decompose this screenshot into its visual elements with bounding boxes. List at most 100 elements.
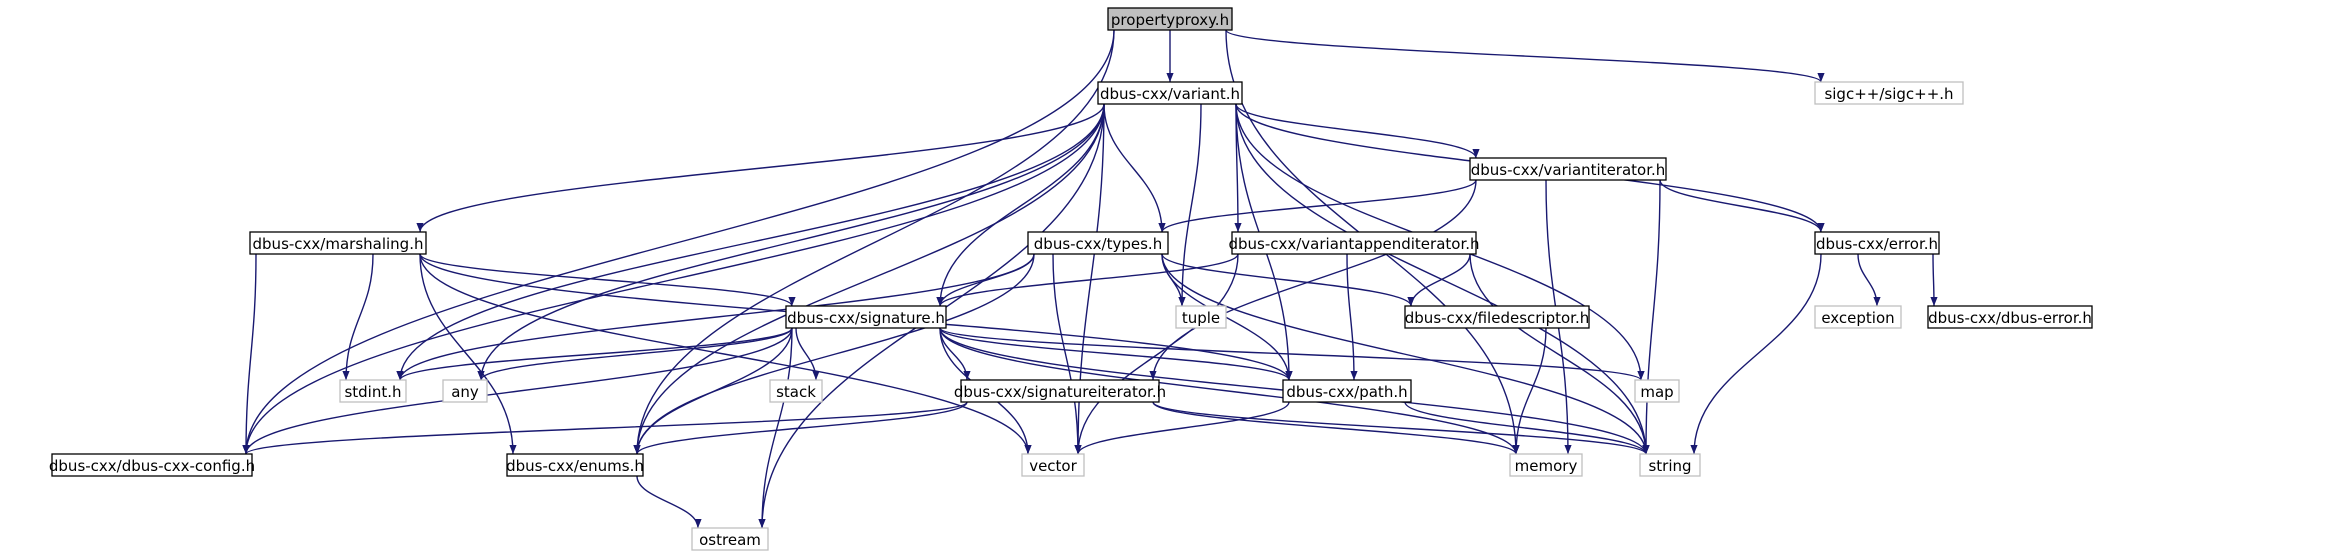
edge-variantappenditerator-to-path <box>1346 253 1358 381</box>
node-box-signatureiterator <box>960 379 1160 403</box>
node-box-dbuserror <box>1927 305 2093 329</box>
node-variantappenditerator[interactable]: dbus-cxx/variantappenditerator.h <box>1228 231 1480 255</box>
edge-variant-to-any <box>477 103 1105 381</box>
node-stack: stack <box>769 379 823 403</box>
edge-marshaling-to-vector <box>419 253 1032 455</box>
edge-error-to-exception <box>1857 253 1881 307</box>
node-box-memory <box>1509 453 1583 477</box>
edge-signatureiterator-to-config <box>242 401 968 455</box>
node-signatureiterator[interactable]: dbus-cxx/signatureiterator.h <box>954 379 1166 403</box>
node-error[interactable]: dbus-cxx/error.h <box>1814 231 1940 255</box>
node-label-signatureiterator: dbus-cxx/signatureiterator.h <box>954 383 1166 401</box>
edge-variant-to-signature <box>936 103 1105 307</box>
node-box-filedescriptor <box>1404 305 1590 329</box>
node-box-error <box>1814 231 1940 255</box>
edge-signature-to-stdint <box>396 327 793 381</box>
node-box-variantiterator <box>1469 157 1667 181</box>
node-label-map: map <box>1640 383 1673 401</box>
node-box-propertyproxy <box>1107 7 1233 31</box>
edge-error-to-dbuserror <box>1930 253 1938 307</box>
node-label-variantappenditerator: dbus-cxx/variantappenditerator.h <box>1228 235 1479 253</box>
edge-enums-to-ostream <box>636 475 702 529</box>
node-exception: exception <box>1814 305 1902 329</box>
node-box-sigc <box>1814 81 1964 105</box>
edge-variantiterator-to-error <box>1659 179 1825 233</box>
node-propertyproxy[interactable]: propertyproxy.h <box>1107 7 1233 31</box>
node-vector: vector <box>1021 453 1085 477</box>
edge-signature-to-path <box>939 327 1293 381</box>
node-string: string <box>1639 453 1701 477</box>
edge-variantappenditerator-to-signature <box>936 253 1239 307</box>
node-marshaling[interactable]: dbus-cxx/marshaling.h <box>249 231 427 255</box>
node-label-signature: dbus-cxx/signature.h <box>787 309 945 327</box>
node-label-vector: vector <box>1029 457 1077 475</box>
edge-variantiterator-to-string <box>1642 179 1661 455</box>
node-label-memory: memory <box>1515 457 1578 475</box>
edge-variant-to-stdint <box>396 103 1105 381</box>
node-label-dbuserror: dbus-cxx/dbus-error.h <box>1928 309 2092 327</box>
edge-signatureiterator-to-enums <box>633 401 968 455</box>
edge-signature-to-ostream <box>758 327 793 529</box>
node-label-tuple: tuple <box>1182 309 1220 327</box>
node-box-ostream <box>691 527 769 551</box>
edge-variantappenditerator-to-filedescriptor <box>1407 253 1471 307</box>
edge-signatureiterator-to-memory <box>1152 401 1520 455</box>
edge-variantappenditerator-to-vector <box>1074 253 1239 455</box>
node-label-variantiterator: dbus-cxx/variantiterator.h <box>1471 161 1666 179</box>
node-box-map <box>1634 379 1680 403</box>
node-label-propertyproxy: propertyproxy.h <box>1111 11 1229 29</box>
node-dbuserror[interactable]: dbus-cxx/dbus-error.h <box>1927 305 2093 329</box>
node-label-config: dbus-cxx/dbus-cxx-config.h <box>49 457 255 475</box>
edge-propertyproxy-to-sigc <box>1225 29 1825 83</box>
node-box-variant <box>1097 81 1243 105</box>
node-config[interactable]: dbus-cxx/dbus-cxx-config.h <box>49 453 255 477</box>
node-label-path: dbus-cxx/path.h <box>1286 383 1407 401</box>
edge-signature-to-any <box>477 327 793 381</box>
edge-variant-to-marshaling <box>416 103 1105 233</box>
node-box-signature <box>785 305 947 329</box>
edge-variantappenditerator-to-string <box>1469 253 1650 455</box>
node-filedescriptor[interactable]: dbus-cxx/filedescriptor.h <box>1404 305 1590 329</box>
edge-variant-to-config <box>242 103 1105 455</box>
node-tuple: tuple <box>1175 305 1227 329</box>
node-label-exception: exception <box>1821 309 1894 327</box>
node-types[interactable]: dbus-cxx/types.h <box>1027 231 1169 255</box>
node-label-stdint: stdint.h <box>344 383 401 401</box>
node-label-stack: stack <box>776 383 816 401</box>
node-variantiterator[interactable]: dbus-cxx/variantiterator.h <box>1469 157 1667 181</box>
edge-variant-to-types <box>1103 103 1166 233</box>
edge-filedescriptor-to-memory <box>1512 327 1547 455</box>
node-box-marshaling <box>249 231 427 255</box>
node-sigc: sigc++/sigc++.h <box>1814 81 1964 105</box>
node-label-enums: dbus-cxx/enums.h <box>506 457 644 475</box>
node-variant[interactable]: dbus-cxx/variant.h <box>1097 81 1243 105</box>
node-stdint: stdint.h <box>339 379 407 403</box>
node-box-types <box>1027 231 1169 255</box>
node-label-any: any <box>451 383 479 401</box>
edge-path-to-vector <box>1074 401 1290 455</box>
edge-variantiterator-to-types <box>1158 179 1477 233</box>
node-label-string: string <box>1648 457 1691 475</box>
node-path[interactable]: dbus-cxx/path.h <box>1282 379 1412 403</box>
edge-variant-to-enums <box>633 103 1105 455</box>
node-box-config <box>51 453 253 477</box>
node-box-stdint <box>339 379 407 403</box>
edge-signature-to-stack <box>795 327 820 381</box>
edge-propertyproxy-to-enums <box>633 29 1115 455</box>
node-box-vector <box>1021 453 1085 477</box>
node-any: any <box>442 379 488 403</box>
edge-path-to-string <box>1404 401 1650 455</box>
edge-signature-to-memory <box>939 327 1520 455</box>
node-label-marshaling: dbus-cxx/marshaling.h <box>253 235 424 253</box>
node-box-any <box>442 379 488 403</box>
node-label-error: dbus-cxx/error.h <box>1816 235 1938 253</box>
node-enums[interactable]: dbus-cxx/enums.h <box>506 453 644 477</box>
node-box-string <box>1639 453 1701 477</box>
edge-signature-to-signatureiterator <box>939 327 971 381</box>
edge-variant-to-tuple <box>1178 103 1202 307</box>
node-signature[interactable]: dbus-cxx/signature.h <box>785 305 947 329</box>
edge-error-to-string <box>1690 253 1822 455</box>
edge-variant-to-variantiterator <box>1235 103 1480 159</box>
node-box-path <box>1282 379 1412 403</box>
